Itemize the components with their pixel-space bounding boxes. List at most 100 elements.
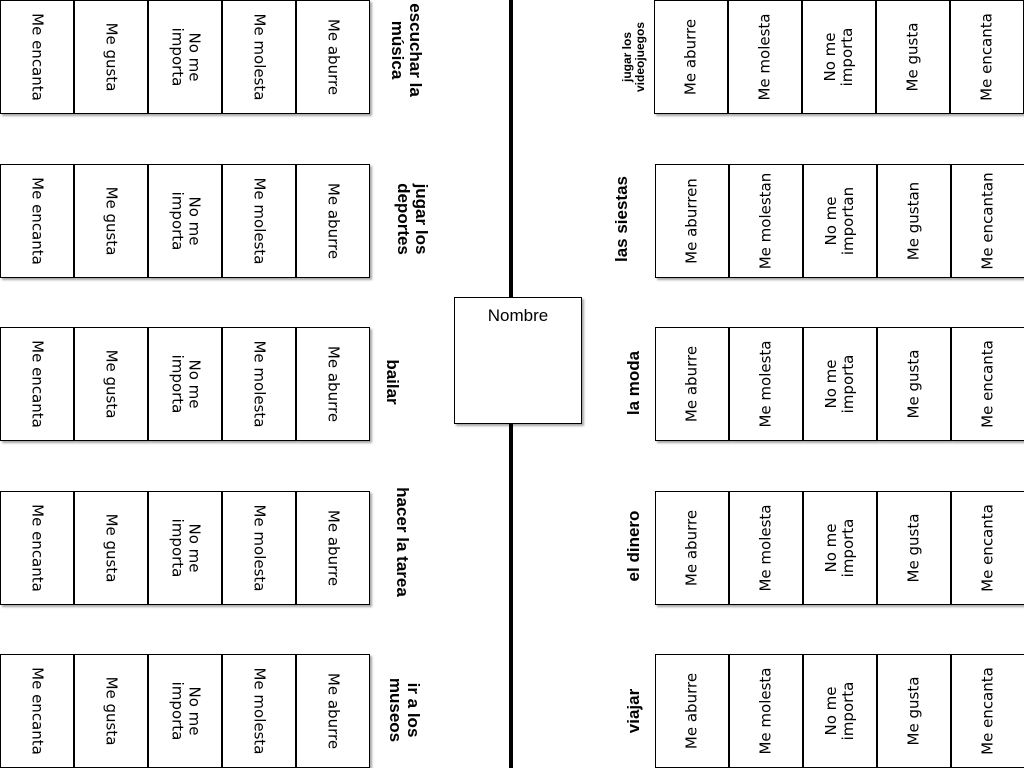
cell-label: No me importa bbox=[168, 27, 204, 87]
cell-label: Me molesta bbox=[756, 340, 775, 428]
cell-label: Me gusta bbox=[904, 676, 923, 746]
cell-label: Me molesta bbox=[250, 504, 269, 592]
left-category-5: ir a los museos bbox=[386, 677, 423, 743]
right-category-2: las siestas bbox=[612, 176, 632, 263]
cell-label: Me aburre bbox=[324, 672, 343, 750]
right-row-3-cell-1[interactable]: Me aburre bbox=[655, 327, 729, 441]
left-row-2-cell-5[interactable]: Me aburre bbox=[296, 164, 370, 278]
cell-label: Me gusta bbox=[904, 513, 923, 583]
left-row-4-cell-3[interactable]: No me importa bbox=[148, 491, 222, 605]
center-divider-top bbox=[509, 0, 513, 298]
left-row-2-cell-3[interactable]: No me importa bbox=[148, 164, 222, 278]
left-row-3-cell-1[interactable]: Me encanta bbox=[0, 327, 74, 441]
cell-label: Me gusta bbox=[102, 676, 121, 746]
right-row-3-cell-2[interactable]: Me molesta bbox=[729, 327, 803, 441]
right-row-4-cell-1[interactable]: Me aburre bbox=[655, 491, 729, 605]
left-row-4-cell-1[interactable]: Me encanta bbox=[0, 491, 74, 605]
left-category-1: escuchar la música bbox=[388, 3, 425, 97]
right-row-1-cell-2[interactable]: Me molesta bbox=[728, 0, 802, 114]
right-row-1-cell-4[interactable]: Me gusta bbox=[876, 0, 950, 114]
cell-label: Me molesta bbox=[755, 13, 774, 101]
left-row-1-cell-1[interactable]: Me encanta bbox=[0, 0, 74, 114]
left-row-4-cell-2[interactable]: Me gusta bbox=[74, 491, 148, 605]
left-row-2-cell-2[interactable]: Me gusta bbox=[74, 164, 148, 278]
cell-label: No me importan bbox=[821, 186, 857, 256]
left-category-3: bailar bbox=[382, 359, 402, 405]
cell-label: Me aburre bbox=[682, 345, 701, 423]
left-row-3-cell-4[interactable]: Me molesta bbox=[222, 327, 296, 441]
cell-label: Me molesta bbox=[756, 504, 775, 592]
left-row-5-cell-2[interactable]: Me gusta bbox=[74, 654, 148, 768]
left-row-4-cell-5[interactable]: Me aburre bbox=[296, 491, 370, 605]
cell-label: Me gusta bbox=[102, 513, 121, 583]
cell-label: Me molestan bbox=[756, 172, 775, 270]
right-row-2-cell-1[interactable]: Me aburren bbox=[655, 164, 729, 278]
right-row-3-cell-4[interactable]: Me gusta bbox=[877, 327, 951, 441]
right-row-1-cell-1[interactable]: Me aburre bbox=[654, 0, 728, 114]
cell-label: Me encanta bbox=[978, 504, 997, 592]
left-row-5-cell-1[interactable]: Me encanta bbox=[0, 654, 74, 768]
cell-label: Me aburre bbox=[324, 345, 343, 423]
left-row-3-cell-2[interactable]: Me gusta bbox=[74, 327, 148, 441]
cell-label: Me encanta bbox=[977, 13, 996, 101]
cell-label: Me gusta bbox=[904, 349, 923, 419]
cell-label: Me gusta bbox=[102, 349, 121, 419]
cell-label: Me encanta bbox=[28, 340, 47, 428]
left-row-4-cell-4[interactable]: Me molesta bbox=[222, 491, 296, 605]
name-box[interactable]: Nombre bbox=[454, 297, 582, 424]
right-row-2-cell-2[interactable]: Me molestan bbox=[729, 164, 803, 278]
cell-label: Me molesta bbox=[250, 667, 269, 755]
right-row-2-cell-3[interactable]: No me importan bbox=[803, 164, 877, 278]
left-row-5-cell-3[interactable]: No me importa bbox=[148, 654, 222, 768]
right-row-4-cell-5[interactable]: Me encanta bbox=[951, 491, 1024, 605]
right-row-1-cell-3[interactable]: No me importa bbox=[802, 0, 876, 114]
right-row-5-cell-5[interactable]: Me encanta bbox=[951, 654, 1024, 768]
cell-label: Me aburre bbox=[681, 18, 700, 96]
cell-label: No me importa bbox=[168, 191, 204, 251]
right-row-5-cell-3[interactable]: No me importa bbox=[803, 654, 877, 768]
cell-label: Me gusta bbox=[102, 22, 121, 92]
right-row-4-cell-3[interactable]: No me importa bbox=[803, 491, 877, 605]
cell-label: Me encanta bbox=[978, 667, 997, 755]
right-row-5-cell-4[interactable]: Me gusta bbox=[877, 654, 951, 768]
cell-label: Me molesta bbox=[250, 177, 269, 265]
cell-label: Me gusta bbox=[102, 186, 121, 256]
cell-label: No me importa bbox=[168, 518, 204, 578]
cell-label: Me molesta bbox=[756, 667, 775, 755]
left-row-2-cell-4[interactable]: Me molesta bbox=[222, 164, 296, 278]
right-row-1-cell-5[interactable]: Me encanta bbox=[950, 0, 1024, 114]
cell-label: No me importa bbox=[820, 27, 856, 87]
name-label: Nombre bbox=[487, 306, 549, 325]
cell-label: Me aburre bbox=[324, 509, 343, 587]
left-row-2-cell-1[interactable]: Me encanta bbox=[0, 164, 74, 278]
cell-label: Me encantan bbox=[978, 172, 997, 270]
cell-label: Me gustan bbox=[904, 181, 923, 261]
right-row-3-cell-3[interactable]: No me importa bbox=[803, 327, 877, 441]
cell-label: No me importa bbox=[821, 681, 857, 741]
left-row-5-cell-4[interactable]: Me molesta bbox=[222, 654, 296, 768]
right-row-5-cell-2[interactable]: Me molesta bbox=[729, 654, 803, 768]
right-row-2-cell-5[interactable]: Me encantan bbox=[951, 164, 1024, 278]
right-row-4-cell-4[interactable]: Me gusta bbox=[877, 491, 951, 605]
cell-label: Me encanta bbox=[28, 177, 47, 265]
right-row-4-cell-2[interactable]: Me molesta bbox=[729, 491, 803, 605]
left-row-1-cell-3[interactable]: No me importa bbox=[148, 0, 222, 114]
right-row-2-cell-4[interactable]: Me gustan bbox=[877, 164, 951, 278]
left-row-1-cell-4[interactable]: Me molesta bbox=[222, 0, 296, 114]
cell-label: Me gusta bbox=[903, 22, 922, 92]
left-row-5-cell-5[interactable]: Me aburre bbox=[296, 654, 370, 768]
left-row-3-cell-3[interactable]: No me importa bbox=[148, 327, 222, 441]
center-divider-bottom bbox=[509, 424, 513, 768]
cell-label: Me aburren bbox=[682, 178, 701, 264]
left-category-4: hacer la tarea bbox=[392, 487, 412, 597]
left-row-1-cell-2[interactable]: Me gusta bbox=[74, 0, 148, 114]
cell-label: Me encanta bbox=[28, 504, 47, 592]
left-row-3-cell-5[interactable]: Me aburre bbox=[296, 327, 370, 441]
left-category-2: jugar los deportes bbox=[394, 183, 431, 255]
cell-label: Me molesta bbox=[250, 13, 269, 101]
cell-label: Me encanta bbox=[28, 667, 47, 755]
right-row-5-cell-1[interactable]: Me aburre bbox=[655, 654, 729, 768]
right-row-3-cell-5[interactable]: Me encanta bbox=[951, 327, 1024, 441]
cell-label: Me aburre bbox=[682, 672, 701, 750]
left-row-1-cell-5[interactable]: Me aburre bbox=[296, 0, 370, 114]
